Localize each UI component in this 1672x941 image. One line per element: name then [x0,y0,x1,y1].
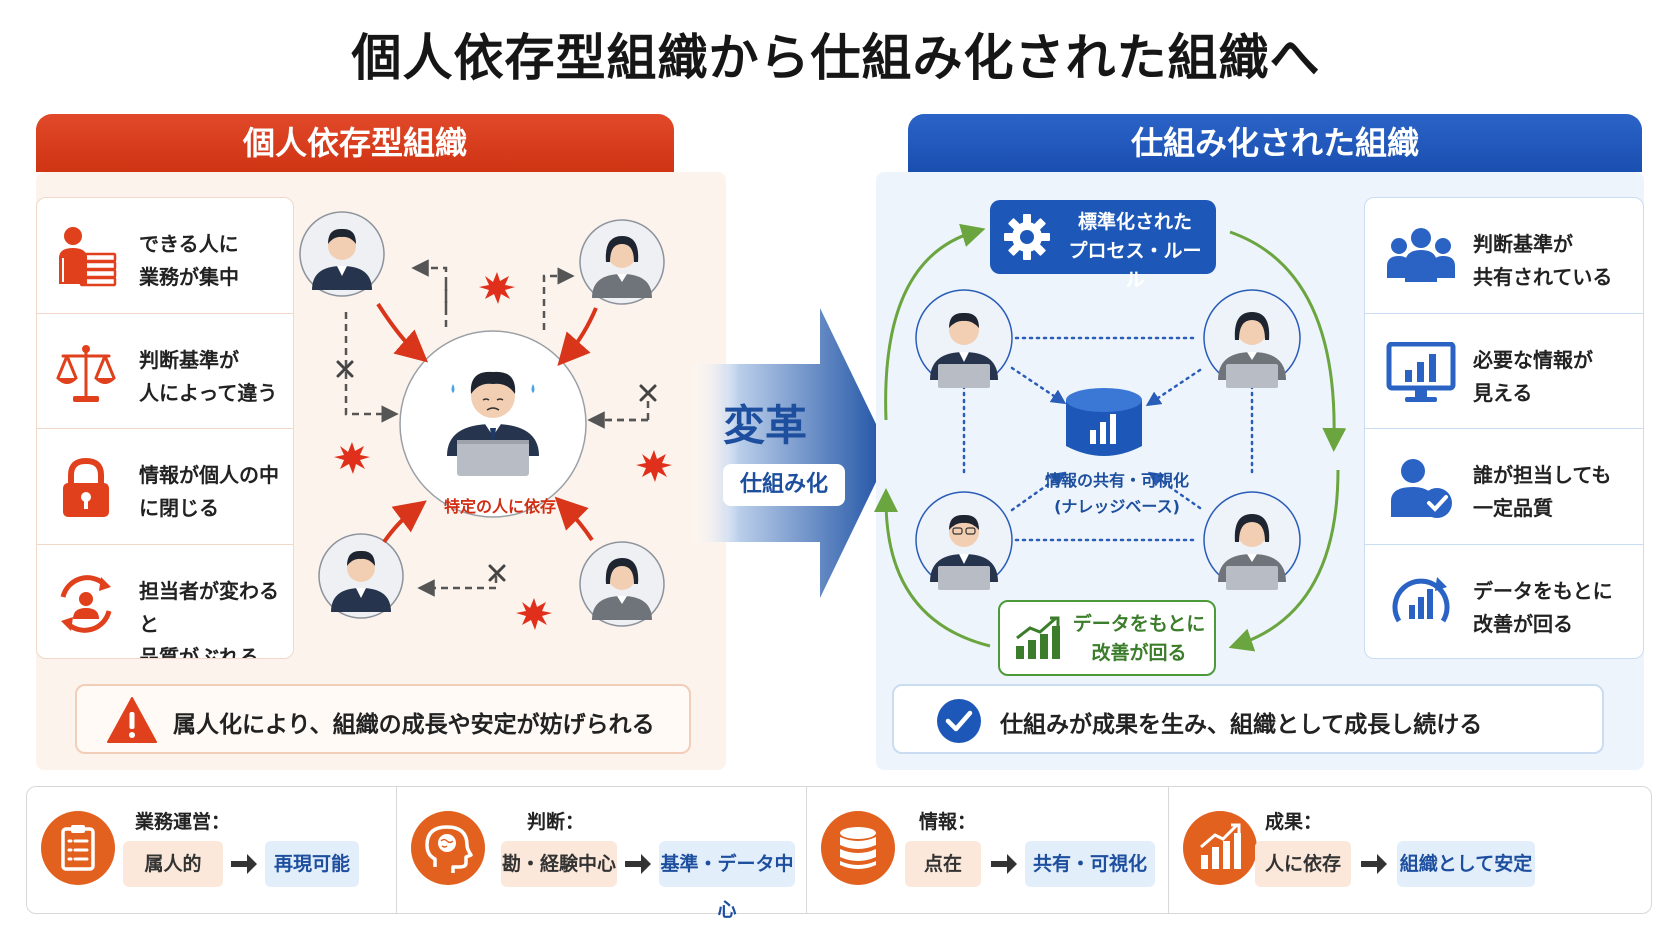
person-laptop-top-left [915,289,1013,388]
person-check-icon [1391,459,1452,518]
person-laptop-bottom-left [915,491,1013,590]
left-panel-header: 個人依存型組織 [36,114,674,172]
person-top-left [299,211,385,297]
person-top-right [579,219,665,305]
after-value: 基準・データ中心 [659,841,795,921]
growth-chart-icon [1016,616,1060,659]
comparison-label: 業務運営： [135,811,231,833]
conclusion-text: 仕組みが成果を生み、組織として成長し続ける [1000,712,1483,738]
database-icon [821,811,895,885]
central-stressed-person [447,371,539,476]
list-item: 情報が個人の中 に閉じる [37,429,293,545]
arrow-right-icon [625,854,651,874]
after-value: 共有・可視化 [1025,841,1155,887]
knowledge-base-database-icon [1066,388,1142,456]
information-network-lines [962,336,1254,542]
person-with-documents-icon [59,227,117,287]
data-box-text: データをもとに 改善が回る [1072,613,1206,664]
arrow-right-icon [231,854,257,874]
standardized-process-box: 標準化された プロセス・ルール [990,200,1216,291]
list-item: 担当者が変わると 品質がぶれる [37,545,293,659]
list-item-text: 情報が個人の中 に閉じる [139,463,279,520]
comparison-item-information: 情報： 点在 共有・可視化 [807,787,1169,913]
comparison-label: 判断： [527,811,585,833]
arrow-right-icon [1361,854,1387,874]
right-benefit-list: 判断基準が 共有されている 必要な情報が 見える 誰が担当しても 一定品質 [1364,197,1644,659]
transformation-label: 変革 [722,401,807,450]
list-item: データをもとに 改善が回る [1365,545,1643,659]
arrow-right-icon [991,854,1017,874]
list-item-text: データをもとに 改善が回る [1473,578,1613,636]
left-warning-box: 属人化により、組織の成長や安定が妨げられる [75,684,691,754]
list-item-text: 必要な情報が 見える [1473,347,1593,405]
knowledge-base-label: 情報の共有・可視化 (ナレッジベース) [1044,471,1189,516]
broken-link-marks [336,360,657,582]
after-value: 組織として安定 [1397,841,1535,887]
scales-icon [56,344,116,402]
list-item-text: 誰が担当しても 一定品質 [1473,463,1612,520]
check-circle-icon [937,699,981,743]
list-item: 誰が担当しても 一定品質 [1365,429,1643,545]
transformation-arrow [690,308,890,598]
before-value: 人に依存 [1255,841,1351,887]
list-item-text: 判断基準が 共有されている [1473,232,1613,289]
growth-chart-icon [1183,811,1257,885]
comparison-label: 情報： [919,811,977,833]
right-panel-header: 仕組み化された組織 [908,114,1642,172]
list-item: 必要な情報が 見える [1365,314,1643,429]
group-icon [1387,228,1455,282]
list-item-text: 判断基準が 人によって違う [139,347,278,405]
list-item-text: できる人に 業務が集中 [139,232,239,289]
before-value: 点在 [905,841,981,887]
cycle-chart-icon [1392,576,1450,622]
after-value: 再現可能 [265,841,359,887]
person-rotate-icon [60,574,112,633]
systematization-label: 仕組み化 [723,464,845,506]
clipboard-icon [41,811,115,885]
process-box-text: 標準化された プロセス・ルール [1068,211,1202,291]
person-laptop-top-right [1203,289,1301,388]
before-value: 勘・経験中心 [501,841,617,887]
red-dependency-arrows [376,302,598,544]
list-item-text: 担当者が変わると 品質がぶれる [139,578,279,659]
list-item: 判断基準が 人によって違う [37,314,293,429]
brain-head-icon [411,811,485,885]
warning-icon [107,697,157,743]
monitor-chart-icon [1386,341,1456,402]
improvement-cycle-arrows [874,223,1347,652]
conflict-burst-icons [334,272,672,630]
data-improvement-box: データをもとに 改善が回る [998,600,1216,676]
gear-icon [1004,214,1050,260]
list-item: 判断基準が 共有されている [1365,198,1643,314]
person-bottom-left [318,533,404,619]
person-bottom-right [579,541,665,627]
list-item: できる人に 業務が集中 [37,198,293,314]
gray-dashed-connections [344,259,650,597]
padlock-icon [63,457,109,517]
right-conclusion-box: 仕組みが成果を生み、組織として成長し続ける [892,684,1604,754]
warning-text: 属人化により、組織の成長や安定が妨げられる [173,712,655,738]
left-issue-list: できる人に 業務が集中 判断基準が 人によって違う 情報が個人の中 に閉 [36,197,294,659]
comparison-item-judgment: 判断： 勘・経験中心 基準・データ中心 [397,787,807,921]
page-title: 個人依存型組織から仕組み化された組織へ [351,29,1321,87]
before-value: 属人的 [123,841,223,887]
comparison-label: 成果： [1265,811,1323,833]
comparison-summary-bar: 業務運営： 属人的 再現可能 判断： 勘・経験中心 基準・データ中心 [26,786,1652,921]
comparison-item-results: 成果： 人に依存 組織として安定 [1169,787,1651,913]
person-laptop-bottom-right [1203,491,1301,590]
dependency-label: 特定の人に依存 [443,497,556,516]
comparison-item-operations: 業務運営： 属人的 再現可能 [27,787,397,913]
